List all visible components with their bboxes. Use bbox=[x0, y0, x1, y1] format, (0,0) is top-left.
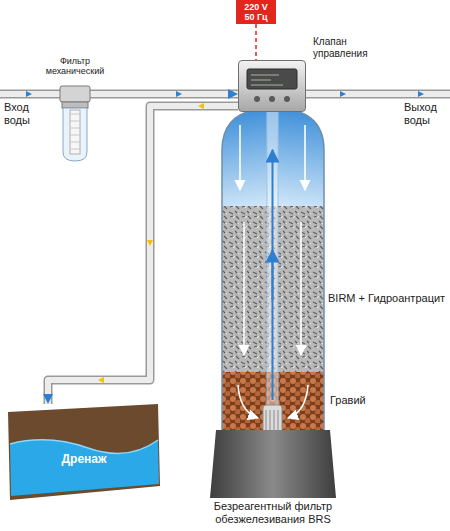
filter-housing bbox=[60, 86, 90, 162]
gravel-label: Гравий bbox=[330, 394, 366, 407]
drain-pipe bbox=[90, 94, 238, 95]
riser-tube bbox=[263, 112, 282, 437]
figure-caption: Безреагентный фильтр обезжелезивания BRS bbox=[188, 500, 358, 526]
tank-base bbox=[210, 430, 336, 498]
node-label: 220 V 50 Гц bbox=[240, 2, 272, 22]
control-valve: Клапан управления bbox=[238, 60, 306, 112]
drain-pipe bbox=[48, 106, 238, 404]
outlet-label: Выход воды bbox=[404, 101, 446, 127]
node-label: Дренаж bbox=[8, 452, 160, 466]
power-supply-box: 220 V 50 Гц bbox=[236, 0, 276, 24]
mechanical-filter: Фильтр механический bbox=[60, 86, 90, 162]
power-wire bbox=[256, 24, 257, 60]
node-label: Клапан управления bbox=[313, 36, 377, 60]
inlet-label: Вход воды bbox=[4, 101, 40, 127]
flow-arrows bbox=[238, 125, 308, 418]
drain-basin: Дренаж bbox=[8, 404, 160, 500]
filter-tank bbox=[220, 108, 326, 472]
media-label: BIRM + Гидроантрацит bbox=[328, 292, 445, 305]
node-label: Фильтр механический bbox=[35, 56, 115, 76]
valve-display bbox=[239, 61, 305, 111]
